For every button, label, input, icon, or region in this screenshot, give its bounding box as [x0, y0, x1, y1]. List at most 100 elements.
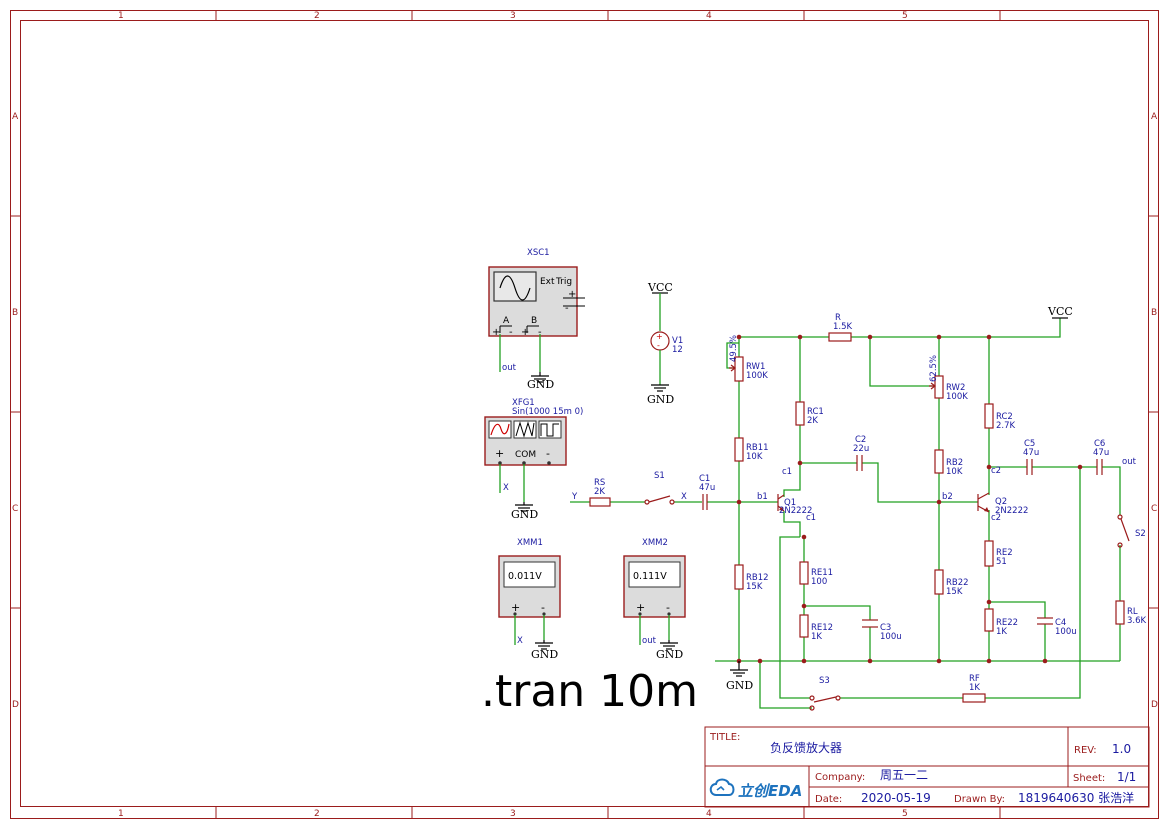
capacitor-c5[interactable]: C5 47u	[1023, 439, 1039, 475]
xmm1-plus: +	[511, 601, 520, 614]
c2-name: C2	[855, 435, 866, 445]
net-label-out-scope: out	[502, 363, 517, 373]
xfg1-com: COM	[515, 450, 536, 460]
resistor-rb11[interactable]: RB11 10K	[734, 437, 769, 462]
potentiometer-rw2[interactable]: RW2 100K 62.5%	[929, 355, 968, 402]
rf-value: 1K	[969, 683, 980, 693]
simulation-directive[interactable]: .tran 10m	[481, 666, 698, 717]
capacitor-c1[interactable]: C1 47u	[699, 474, 715, 510]
net-label-c1-emitter: c1	[806, 513, 816, 523]
rc2-name: RC2	[996, 412, 1013, 422]
rb12-name: RB12	[746, 573, 769, 583]
c5-value: 47u	[1023, 448, 1039, 458]
rs-name: RS	[594, 478, 605, 488]
xsc1-trig-minus: -	[565, 303, 569, 314]
xfg1-params: Sin(1000 15m 0)	[512, 407, 583, 417]
resistor-rf[interactable]: RF 1K	[962, 674, 986, 703]
company-value: 周五一二	[880, 768, 928, 782]
xsc1-a-plus: +	[492, 327, 500, 338]
resistor-re22[interactable]: RE22 1K	[984, 608, 1018, 637]
potentiometer-rw1[interactable]: RW1 100K 49.5%	[729, 335, 768, 382]
transistor-q1[interactable]: Q1 2N2222	[777, 494, 812, 516]
rc1-value: 2K	[807, 416, 818, 426]
vcc-label-amplifier: VCC	[1047, 305, 1073, 318]
xsc1-channel-b: B	[531, 316, 537, 326]
resistor-rb22[interactable]: RB22 15K	[934, 569, 969, 597]
gnd-label-mm1: GND	[531, 648, 558, 661]
r-name: R	[835, 313, 841, 323]
resistor-rl[interactable]: RL 3.6K	[1115, 600, 1147, 626]
rw1-value: 100K	[746, 371, 768, 381]
net-label-x-gen: X	[503, 483, 509, 493]
sine-wave-icon	[499, 275, 531, 301]
net-label-b1: b1	[757, 492, 768, 502]
resistor-r[interactable]: R 1.5K	[828, 313, 853, 342]
zone-col-5-bottom: 5	[902, 809, 908, 819]
rl-value: 3.6K	[1127, 616, 1147, 626]
oscilloscope-xsc1[interactable]: XSC1 Ext Trig + - A B + - + - out	[488, 248, 585, 373]
ground-symbol: GND	[726, 661, 753, 692]
multimeter-xmm2[interactable]: XMM2 0.111V + - out	[623, 538, 686, 646]
re12-value: 1K	[811, 632, 822, 642]
xmm2-name: XMM2	[642, 538, 668, 548]
switch-s3[interactable]: S3	[809, 676, 841, 711]
capacitor-c3[interactable]: C3 100u	[862, 619, 902, 642]
sine-wave-icon	[490, 423, 510, 436]
title-value: 负反馈放大器	[770, 740, 842, 755]
v1-value: 12	[672, 345, 683, 355]
c3-name: C3	[880, 623, 891, 633]
capacitor-c6[interactable]: C6 47u	[1093, 439, 1109, 475]
gnd-label-amplifier: GND	[726, 679, 753, 692]
gnd-label-v1: GND	[647, 393, 674, 406]
resistor-re11[interactable]: RE11 100	[799, 561, 833, 587]
c1-value: 47u	[699, 483, 715, 493]
xfg1-plus: +	[495, 447, 504, 460]
net-label-c2-top: c2	[991, 466, 1001, 476]
net-label-b2: b2	[942, 492, 953, 502]
rc2-value: 2.7K	[996, 421, 1016, 431]
c6-name: C6	[1094, 439, 1105, 449]
re11-value: 100	[811, 577, 827, 587]
resistor-rs[interactable]: RS 2K	[589, 478, 611, 507]
xmm1-reading: 0.011V	[508, 571, 542, 582]
s3-name: S3	[819, 676, 830, 686]
net-label-x-mm1: X	[517, 636, 523, 646]
rb22-value: 15K	[946, 587, 963, 597]
net-label-y: Y	[571, 492, 578, 502]
xsc1-b-minus: -	[538, 327, 542, 338]
drawn-by-value: 1819640630 张浩洋	[1018, 790, 1134, 805]
capacitor-c4[interactable]: C4 100u	[1037, 617, 1077, 637]
zone-row-d-right: D	[1151, 700, 1158, 710]
rw1-name: RW1	[746, 362, 765, 372]
ground-symbol: GND	[656, 640, 683, 661]
transistor-q2[interactable]: Q2 2N2222	[977, 492, 1028, 516]
xmm1-minus: -	[541, 601, 545, 614]
dc-source-v1[interactable]: VCC + - V1 12	[647, 281, 683, 385]
capacitor-c2[interactable]: C2 22u	[853, 435, 869, 471]
resistor-re12[interactable]: RE12 1K	[799, 614, 833, 642]
zone-row-b-left: B	[12, 308, 18, 318]
net-label-out: out	[1122, 457, 1137, 467]
switch-s2[interactable]: S2	[1117, 514, 1146, 548]
zone-row-a-right: A	[1151, 112, 1158, 122]
c4-name: C4	[1055, 618, 1066, 628]
zone-row-d-left: D	[12, 700, 19, 710]
multimeter-xmm1[interactable]: XMM1 0.011V + - X	[498, 538, 561, 646]
xsc1-name: XSC1	[527, 248, 550, 258]
function-generator-xfg1[interactable]: XFG1 Sin(1000 15m 0) + COM - X	[484, 398, 583, 502]
resistor-rc1[interactable]: RC1 2K	[795, 401, 824, 426]
resistor-re2[interactable]: RE2 51	[984, 540, 1013, 567]
resistor-rc2[interactable]: RC2 2.7K	[984, 403, 1016, 431]
switch-s1[interactable]: S1	[644, 471, 675, 505]
rb22-name: RB22	[946, 578, 969, 588]
date-label: Date:	[815, 794, 842, 805]
rl-name: RL	[1127, 607, 1138, 617]
q1-name: Q1	[784, 498, 796, 508]
xmm2-plus: +	[636, 601, 645, 614]
resistor-rb2[interactable]: RB2 10K	[934, 449, 963, 477]
q2-value: 2N2222	[995, 506, 1028, 516]
sheet-value: 1/1	[1117, 770, 1136, 784]
resistor-rb12[interactable]: RB12 15K	[734, 564, 769, 592]
net-label-x: X	[681, 492, 687, 502]
